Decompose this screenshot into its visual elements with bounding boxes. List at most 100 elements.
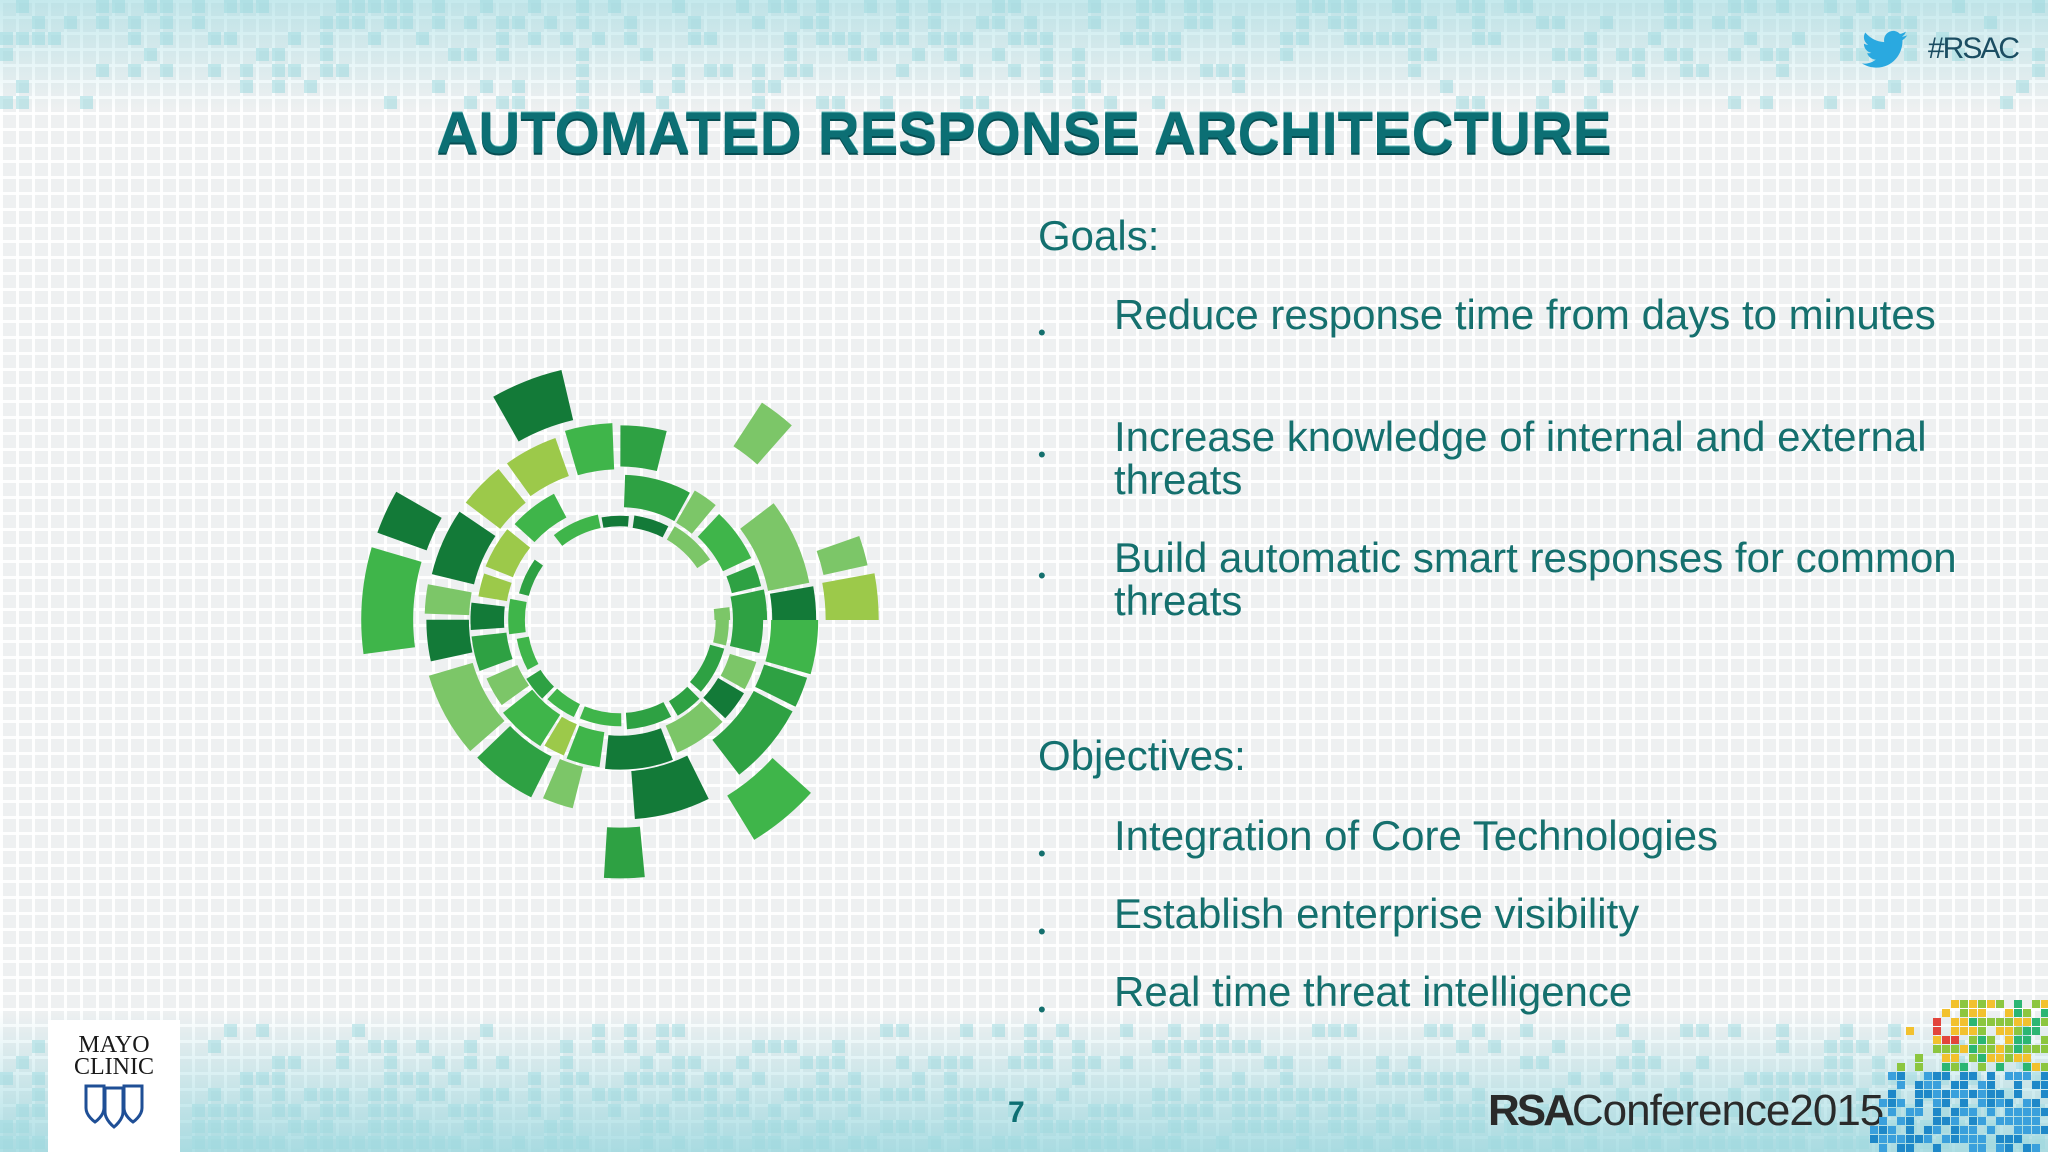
goal-text: Reduce response time from days to minute… [1114,291,1936,338]
decorative-tile [1696,1104,1709,1117]
decorative-tile [1152,32,1165,45]
decorative-tile [416,1120,429,1133]
emblem-segment [816,536,868,576]
decorative-tile [928,16,941,29]
burst-pixel [1969,1126,1977,1134]
emblem-segment [566,725,605,768]
decorative-tile [128,32,141,45]
burst-pixel [1987,1000,1995,1008]
decorative-tile [1296,0,1309,13]
decorative-tile [1664,1088,1677,1101]
burst-pixel [2014,1117,2022,1125]
decorative-tile [256,1136,269,1149]
goal-text: Build automatic smart responses for comm… [1114,534,1957,624]
decorative-tile [1760,96,1773,109]
decorative-tile [1344,0,1357,13]
decorative-tile [1040,1056,1053,1069]
decorative-tile [672,0,685,13]
decorative-tile [704,1120,717,1133]
decorative-tile [576,1072,589,1085]
decorative-tile [272,1136,285,1149]
burst-pixel [2014,1027,2022,1035]
decorative-tile [1456,1072,1469,1085]
decorative-tile [1376,1056,1389,1069]
emblem-segment [377,491,442,551]
decorative-tile [1632,64,1645,77]
goal-text: Increase knowledge of internal and exter… [1114,413,1927,503]
decorative-tile [672,80,685,93]
decorative-tile [2000,96,2013,109]
decorative-tile [976,1088,989,1101]
decorative-tile [1840,16,1853,29]
decorative-tile [1216,64,1229,77]
burst-pixel [2014,1135,2022,1143]
decorative-tile [912,48,925,61]
decorative-tile [784,64,797,77]
decorative-tile [1600,80,1613,93]
decorative-tile [1552,16,1565,29]
decorative-tile [896,32,909,45]
decorative-tile [1680,1120,1693,1133]
decorative-tile [336,64,349,77]
decorative-tile [992,16,1005,29]
decorative-tile [16,1056,29,1069]
decorative-tile [1088,1104,1101,1117]
decorative-tile [240,80,253,93]
decorative-tile [336,0,349,13]
burst-pixel [1951,1054,1959,1062]
decorative-tile [1760,1104,1773,1117]
decorative-tile [1600,16,1613,29]
decorative-tile [240,0,253,13]
decorative-tile [1744,32,1757,45]
emblem-segment [579,706,622,727]
decorative-tile [1856,1136,1869,1149]
decorative-tile [1536,1120,1549,1133]
decorative-tile [208,1136,221,1149]
decorative-tile [1616,1056,1629,1069]
decorative-tile [1376,32,1389,45]
decorative-tile [992,0,1005,13]
decorative-tile [448,48,461,61]
decorative-tile [224,0,237,13]
decorative-tile [1296,32,1309,45]
decorative-tile [800,1104,813,1117]
decorative-tile [496,48,509,61]
decorative-tile [736,1088,749,1101]
decorative-tile [672,1024,685,1037]
decorative-tile [288,32,301,45]
burst-pixel [1933,1081,1941,1089]
decorative-tile [1568,1072,1581,1085]
burst-pixel [1969,1144,1977,1152]
burst-pixel [1987,1081,1995,1089]
burst-pixel [1942,1090,1950,1098]
decorative-tile [544,1136,557,1149]
decorative-tile [384,1088,397,1101]
decorative-tile [1552,48,1565,61]
burst-pixel [2032,1126,2040,1134]
decorative-tile [1856,1104,1869,1117]
decorative-tile [1728,1104,1741,1117]
decorative-tile [272,48,285,61]
decorative-tile [816,1056,829,1069]
decorative-tile [1728,0,1741,13]
decorative-tile [256,48,269,61]
decorative-tile [1824,1072,1837,1085]
decorative-tile [944,48,957,61]
decorative-tile [1728,48,1741,61]
decorative-tile [1504,0,1517,13]
burst-pixel [2005,1036,2013,1044]
decorative-tile [0,1136,13,1149]
decorative-tile [1744,0,1757,13]
burst-pixel [1987,1126,1995,1134]
decorative-tile [1632,1056,1645,1069]
decorative-tile [320,1120,333,1133]
burst-pixel [1906,1144,1914,1152]
decorative-tile [448,1104,461,1117]
decorative-tile [272,80,285,93]
emblem-segment [424,584,472,616]
decorative-tile [720,1072,733,1085]
burst-pixel [1933,1117,1941,1125]
decorative-tile [368,1104,381,1117]
decorative-tile [112,0,125,13]
